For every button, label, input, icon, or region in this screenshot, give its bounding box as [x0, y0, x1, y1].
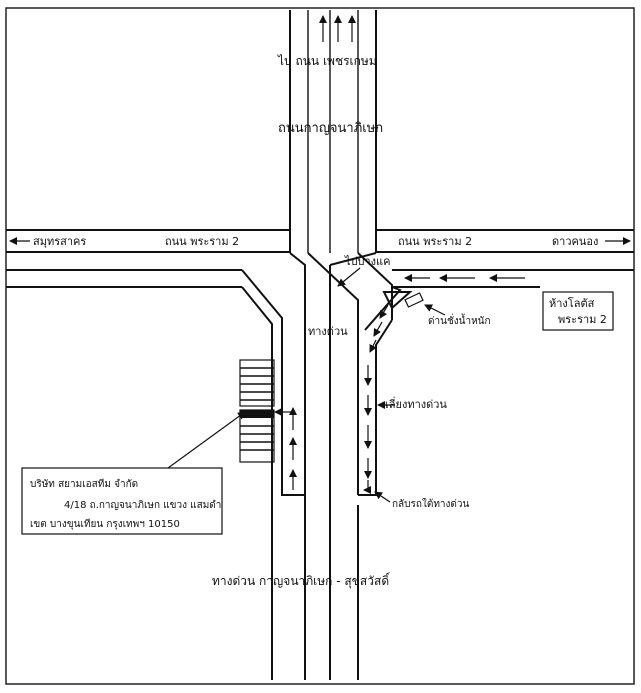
company-line3: เขต บางขุนเทียน กรุงเทพฯ 10150: [30, 518, 180, 530]
label-to-samut-sakhon: สมุทรสาคร: [33, 235, 86, 248]
company-building-bottom: [239, 409, 275, 463]
leader-weigh-station: [424, 304, 446, 316]
label-to-bang-khae: ไปบางแค: [344, 255, 391, 268]
label-avoid-expressway: เลี่ยงทางด่วน: [385, 396, 447, 411]
interchange: [241, 252, 402, 680]
u-turn-path: [363, 480, 371, 494]
arrow-to-bang-khae: [337, 267, 361, 287]
label-to-phetkasem: ไป ถนน เพชรเกษม: [277, 54, 377, 68]
leader-u-turn: [374, 491, 391, 503]
label-rama2-left: ถนน พระราม 2: [165, 235, 239, 248]
label-u-turn-under: กลับรถใต้ทางด่วน: [392, 498, 470, 510]
lotus-box: [542, 291, 614, 331]
label-rama2-right: ถนน พระราม 2: [398, 235, 472, 248]
company-address-box: [21, 467, 223, 535]
return-lane-arrows: [274, 407, 297, 460]
north-arrows: [319, 15, 356, 42]
label-weigh-station: ด่านชั่งน้ำหนัก: [428, 313, 491, 327]
rama2-road: [6, 229, 634, 288]
ramp-down-arrows: [364, 304, 389, 479]
label-kanchana-road: ถนนกาญจนาภิเษก: [278, 121, 383, 136]
company-line1: บริษัท สยามเอสทีม จำกัด: [30, 478, 138, 490]
kanchanaphisek-road-north: [289, 10, 377, 253]
lotus-line1: ห้างโลตัส: [549, 296, 595, 310]
label-expressway: ทางด่วน: [308, 325, 348, 338]
label-expressway-name: ทางด่วน กาญจนาภิเษก - สุขสวัสดิ์: [212, 572, 391, 589]
label-to-dao-khanong: ดาวคนอง: [552, 235, 598, 248]
leader-company: [167, 411, 246, 469]
weigh-station-marker: [404, 292, 424, 308]
traffic-island: [382, 291, 413, 310]
company-line2: 4/18 ถ.กาญจนาภิเษก แขวง แสมดำ: [64, 500, 221, 511]
map-frame: [5, 7, 635, 685]
company-building-top: [239, 359, 275, 407]
lotus-line2: พระราม 2: [558, 313, 607, 326]
